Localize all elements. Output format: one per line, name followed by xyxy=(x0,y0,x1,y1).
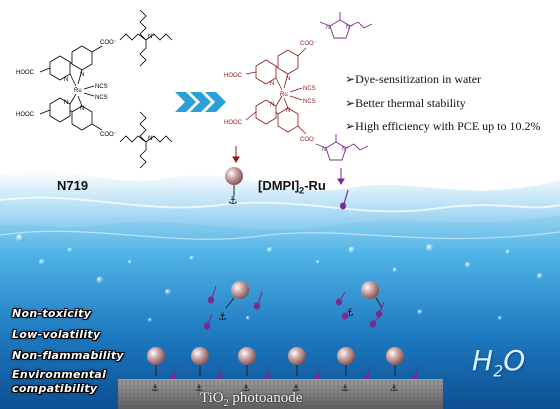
bubble-icon xyxy=(16,234,543,322)
svg-text:N: N xyxy=(270,81,274,87)
svg-text:N: N xyxy=(64,100,68,106)
feature-item: ➢Dye-sensitization in water xyxy=(345,72,482,86)
svg-text:COO⁻: COO⁻ xyxy=(100,132,117,138)
chevron-arrow-icon xyxy=(175,92,226,112)
svg-text:NCS: NCS xyxy=(95,84,108,90)
svg-text:NCS: NCS xyxy=(303,86,316,92)
svg-text:NCS: NCS xyxy=(95,95,108,101)
svg-text:⚓: ⚓ xyxy=(218,312,227,323)
svg-text:⚓: ⚓ xyxy=(292,384,300,394)
svg-text:Ru: Ru xyxy=(280,92,288,98)
svg-text:NCS: NCS xyxy=(303,99,316,105)
svg-text:N⁺: N⁺ xyxy=(148,33,156,40)
svg-text:N: N xyxy=(64,77,68,83)
svg-text:HOOC: HOOC xyxy=(16,70,35,76)
property-item: Low-volatility xyxy=(12,328,101,341)
tba-cation-bottom xyxy=(119,111,173,169)
svg-text:COO⁻: COO⁻ xyxy=(100,40,117,46)
svg-text:N: N xyxy=(270,102,274,108)
svg-text:HOOC: HOOC xyxy=(224,120,243,126)
svg-text:N: N xyxy=(80,106,84,112)
ru-label: Ru xyxy=(74,88,82,94)
svg-text:⚓: ⚓ xyxy=(195,384,203,394)
svg-text:COO⁻: COO⁻ xyxy=(300,137,317,143)
svg-text:N⁺: N⁺ xyxy=(342,146,350,153)
svg-text:N: N xyxy=(80,72,84,78)
n719-structure xyxy=(39,45,103,131)
svg-text:⚓: ⚓ xyxy=(242,384,250,394)
svg-text:N: N xyxy=(286,76,290,82)
svg-text:⚓: ⚓ xyxy=(345,308,354,319)
imidazolium-tail-icon xyxy=(340,189,349,210)
property-item: Non-flammability xyxy=(12,349,124,362)
water-surface xyxy=(0,170,560,231)
adsorbed-dyes xyxy=(147,347,419,382)
tba-cation-top xyxy=(119,9,173,67)
svg-text:N: N xyxy=(322,147,326,153)
svg-text:⚓: ⚓ xyxy=(341,384,349,394)
svg-text:⚓: ⚓ xyxy=(151,384,159,394)
water-label: H2O xyxy=(472,344,526,381)
svg-text:⚓: ⚓ xyxy=(390,384,398,394)
svg-text:N: N xyxy=(326,25,330,31)
property-item: compatibility xyxy=(12,382,98,395)
svg-text:N⁺: N⁺ xyxy=(148,135,156,142)
svg-text:HOOC: HOOC xyxy=(224,73,243,79)
n719-label: N719 xyxy=(57,178,89,193)
feature-item: ➢Better thermal stability xyxy=(345,96,466,110)
feature-item: ➢High efficiency with PCE up to 10.2% xyxy=(345,119,541,133)
dmpi-cation-bottom xyxy=(315,134,369,161)
dmpi-ru-label: [DMPI]2-Ru xyxy=(258,178,326,196)
svg-text:N: N xyxy=(286,108,290,114)
property-item: Environmental xyxy=(12,368,107,381)
anchor-icon: ⚓ xyxy=(228,194,238,207)
svg-text:N⁺: N⁺ xyxy=(346,24,354,31)
svg-text:COO⁻: COO⁻ xyxy=(300,41,317,47)
sphere-dye-icon xyxy=(225,281,383,309)
dmpi-cation-top xyxy=(319,12,373,39)
sphere-dye-icon xyxy=(225,167,243,196)
property-item: Non-toxicity xyxy=(12,307,92,320)
photoanode-label: TiO2 photoanode xyxy=(200,390,303,409)
water-body xyxy=(0,170,560,409)
svg-text:HOOC: HOOC xyxy=(16,112,35,118)
dmpi-ru-structure xyxy=(245,47,307,135)
